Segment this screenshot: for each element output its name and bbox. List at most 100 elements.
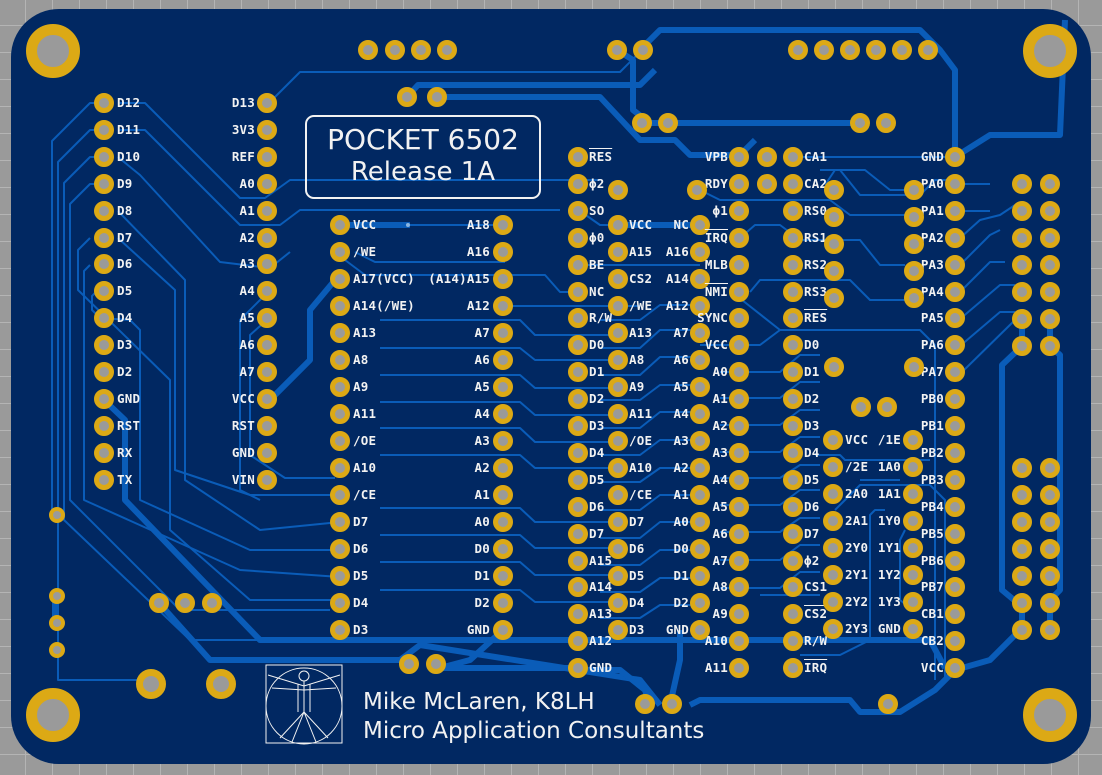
pin-label: D2: [117, 364, 133, 379]
trace: [118, 129, 560, 226]
power-trace: [615, 47, 865, 126]
pin-label: /OE: [629, 433, 653, 448]
pin-label: A15: [629, 244, 653, 259]
pin-pad: [94, 200, 114, 221]
pin-pad: [257, 119, 277, 140]
pin-pad: [330, 566, 350, 586]
pin-label: A1: [474, 487, 490, 502]
pin-pad: [729, 469, 749, 490]
pin-pad: [783, 147, 803, 167]
trace: [239, 291, 269, 501]
pin-pad: [729, 658, 749, 679]
connector-pad: [1040, 228, 1060, 248]
pin-pad: [903, 565, 923, 585]
pin-label: TX: [117, 471, 133, 487]
header-pad: [411, 40, 431, 60]
pin-pad: [729, 335, 749, 356]
pin-pad: [690, 458, 710, 478]
pin-label: /CE: [629, 487, 653, 502]
trace: [600, 411, 700, 429]
pin-label: D1: [589, 364, 605, 380]
pin-label: D3: [804, 418, 820, 433]
pin-pad: [690, 323, 710, 343]
pin-label: RES: [804, 310, 828, 326]
trace: [117, 210, 341, 531]
pad: [175, 593, 195, 613]
pin-label: A5: [673, 379, 689, 394]
pad: [824, 261, 844, 281]
trace: [83, 264, 341, 578]
pad: [399, 654, 419, 674]
pin-pad: [783, 604, 803, 625]
pin-label: VCC: [629, 217, 653, 232]
trace: [380, 454, 620, 469]
pin-pad: [493, 377, 513, 397]
connector-pad: [1040, 566, 1060, 586]
pin-label: D5: [804, 471, 820, 487]
pin-label: RST: [231, 417, 255, 433]
pin-label: D3: [629, 622, 645, 637]
pin-label: D0: [474, 541, 490, 556]
pin-label: D8: [117, 202, 133, 218]
pin-pad: [493, 512, 513, 532]
pin-pad: [568, 469, 588, 490]
connector-pad: [1040, 485, 1060, 505]
connector-pad: [1012, 282, 1032, 302]
pin-label: A11: [353, 406, 377, 421]
pin-label: A7: [239, 364, 255, 379]
pin-pad: [257, 469, 277, 490]
pin-pad: [783, 442, 803, 463]
pin-pad: [568, 496, 588, 517]
power-trace: [101, 397, 948, 670]
pin-label: A9: [629, 379, 645, 394]
pin-pad: [568, 335, 588, 356]
pin-label: 2A1: [845, 513, 869, 528]
pin-label: D7: [589, 525, 605, 541]
via: [406, 223, 410, 227]
pin-label: A3: [673, 433, 689, 448]
pin-label: GND: [117, 390, 141, 406]
pin-pad: [945, 147, 965, 167]
trace: [77, 237, 340, 601]
pin-label: PA5: [920, 310, 944, 326]
pin-pad: [94, 93, 114, 113]
connector-pad: [1040, 201, 1060, 221]
power-trace: [999, 343, 1025, 608]
pin-pad: [330, 458, 350, 478]
pin-label: A11: [629, 406, 653, 421]
pin-pad: [783, 577, 803, 598]
pin-pad: [729, 254, 749, 275]
pad: [662, 694, 682, 714]
pin-pad: [945, 523, 965, 544]
pin-label: GND: [665, 622, 689, 637]
pin-label: /WE: [629, 298, 653, 313]
pin-label: 2Y0: [845, 540, 869, 555]
connector-pad: [1012, 593, 1032, 613]
pad: [904, 357, 924, 377]
pad: [49, 642, 65, 658]
pin-label: A9: [712, 606, 728, 622]
pin-label: D1: [474, 568, 490, 583]
pin-label: GND: [589, 660, 613, 676]
pin-label: 2Y1: [845, 567, 869, 582]
header-pad: [437, 40, 457, 60]
pin-pad: [729, 308, 749, 329]
connector-pad: [1040, 255, 1060, 275]
pin-pad: [729, 577, 749, 598]
pin-pad: [568, 173, 588, 194]
pin-pad: [493, 485, 513, 505]
pin-pad: [257, 415, 277, 436]
pin-label: PA7: [920, 364, 944, 380]
pin-label: CB2: [920, 633, 944, 649]
pin-pad: [257, 442, 277, 463]
pin-pad: [330, 323, 350, 343]
pin-label: GND: [877, 621, 901, 636]
pad: [904, 207, 924, 227]
pin-pad: [945, 389, 965, 410]
pin-pad: [729, 227, 749, 248]
pin-pad: [257, 335, 277, 356]
connector-pad: [1040, 336, 1060, 356]
pin-label: PB7: [920, 579, 944, 595]
trace: [959, 311, 1015, 347]
pin-label: /CE: [353, 487, 377, 502]
